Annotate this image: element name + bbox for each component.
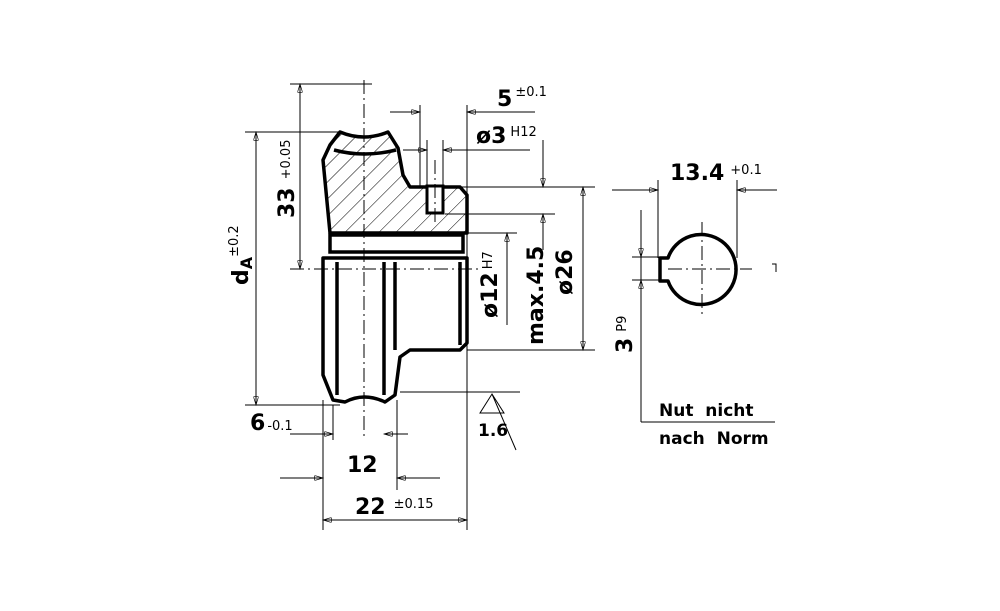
dim-22-tol: ±0.15 — [394, 497, 434, 512]
dim-13-4: 13.4 — [670, 161, 724, 186]
dim-da: d — [229, 269, 254, 285]
dim-3-tol: P9 — [615, 316, 630, 332]
bore-slot — [328, 233, 465, 254]
dim-33-tol: +0.05 — [279, 140, 294, 180]
note-line-2: nach Norm — [659, 429, 769, 449]
dim-12: 12 — [347, 453, 378, 478]
keyway-view — [612, 180, 777, 423]
lower-outline — [321, 256, 469, 404]
svg-text:3P9: 3P9 — [613, 316, 638, 353]
dim-5-tol: ±0.1 — [515, 85, 547, 100]
surface-finish-value: 1.6 — [478, 421, 508, 441]
dim-3: 3 — [613, 338, 638, 353]
dim-hub-dia: ø26 — [553, 249, 578, 295]
svg-text:5±0.1: 5±0.1 — [497, 85, 547, 112]
dim-da-tol: ±0.2 — [227, 225, 242, 257]
dim-5: 5 — [497, 87, 512, 112]
surface-finish-symbol: 1.6 — [478, 393, 517, 451]
dim-hole-dia-tol: H12 — [510, 125, 536, 140]
svg-text:13.4+0.1: 13.4 +0.1 — [670, 161, 762, 186]
svg-text:dA±0.2: dA±0.2 — [227, 225, 256, 285]
svg-text:6-0.1: 6-0.1 — [250, 411, 293, 436]
hatched-section — [321, 130, 469, 235]
gear-section — [290, 80, 480, 440]
dim-max-depth: max.4.5 — [524, 246, 549, 345]
svg-text:ø12H7: ø12H7 — [478, 251, 503, 318]
dim-bore: ø12 — [478, 272, 503, 318]
dim-13-4-tol: +0.1 — [730, 163, 762, 178]
dim-33: 33 — [275, 187, 300, 218]
dim-bore-tol: H7 — [481, 251, 496, 269]
dim-da-sub: A — [237, 256, 256, 269]
dim-hole-dia: ø3 — [476, 124, 506, 149]
dim-6: 6 — [250, 411, 265, 436]
note-line-1: Nut nicht — [659, 401, 754, 421]
svg-text:33+0.05: 33 +0.05 — [275, 140, 300, 218]
dim-22: 22 — [355, 495, 386, 520]
dimension-lines — [245, 84, 595, 530]
svg-text:22±0.15: 22 ±0.15 — [355, 495, 433, 520]
dim-6-tol: -0.1 — [267, 419, 292, 434]
